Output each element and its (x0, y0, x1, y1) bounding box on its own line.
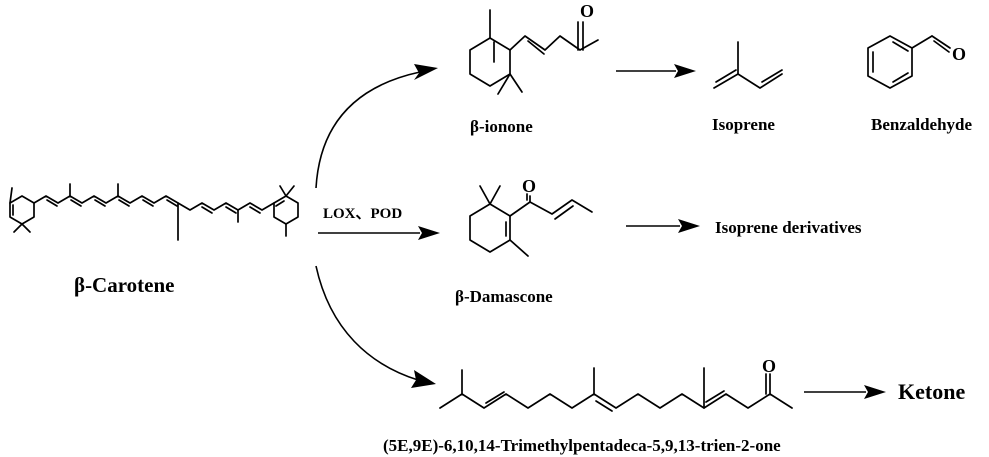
beta-ionone-label: β-ionone (470, 117, 533, 136)
arrowhead-damascone (678, 219, 700, 233)
reaction-arrows (315, 64, 886, 399)
benzaldehyde-structure (867, 35, 951, 89)
arrowhead-down (411, 370, 436, 388)
arrowhead-up (414, 64, 438, 80)
benzaldehyde-oxygen: O (952, 44, 966, 64)
beta-carotene-label: β-Carotene (74, 273, 174, 297)
beta-carotene-structure (9, 183, 299, 241)
ketone-label: Ketone (898, 379, 965, 404)
damascone-oxygen: O (522, 176, 536, 196)
enzymes-label: LOX、POD (323, 206, 402, 222)
trienone-structure (439, 367, 793, 412)
arrowhead-ionone (674, 64, 696, 78)
isoprene-structure (713, 41, 783, 89)
isoprene-label: Isoprene (712, 115, 775, 134)
isoprene-derivatives-label: Isoprene derivatives (715, 218, 862, 237)
benzaldehyde-label: Benzaldehyde (871, 115, 973, 134)
beta-ionone-structure (469, 9, 599, 95)
beta-damascone-label: β-Damascone (455, 287, 553, 306)
ionone-oxygen: O (580, 1, 594, 21)
beta-damascone-structure (469, 185, 593, 257)
trienone-label: (5E,9E)-6,10,14-Trimethylpentadeca-5,9,1… (383, 436, 781, 455)
trienone-oxygen: O (762, 356, 776, 376)
arrowhead-mid (418, 226, 440, 240)
arrowhead-trienone (864, 385, 886, 399)
